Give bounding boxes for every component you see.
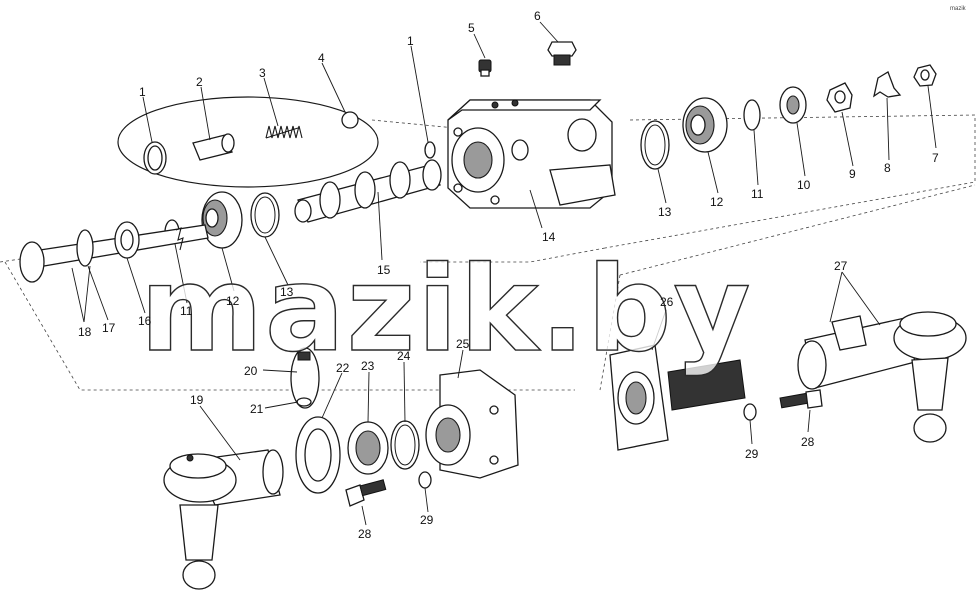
callout-20: 20	[244, 364, 258, 378]
pin-part-2	[192, 133, 235, 161]
callout-13-left: 13	[280, 285, 294, 299]
callout-8: 8	[884, 161, 891, 175]
callout-3: 3	[259, 66, 266, 80]
callout-9: 9	[849, 167, 856, 181]
callout-6: 6	[534, 9, 541, 23]
callout-16: 16	[138, 314, 152, 328]
seal-part-23	[347, 421, 389, 475]
callout-26: 26	[660, 295, 674, 309]
callout-25: 25	[456, 337, 470, 351]
o-ring-part-1	[143, 141, 167, 175]
washer-part-29-right	[743, 403, 757, 421]
watermark-text: mazik.by	[140, 240, 752, 378]
tie-rod-end-part-27	[797, 311, 967, 443]
washer-part-29-lower	[418, 471, 432, 489]
washer-part-10	[779, 86, 807, 124]
leader-lines	[71, 21, 937, 526]
o-ring-part-13-right	[640, 120, 670, 170]
callout-11-right: 11	[751, 187, 764, 201]
callout-12-left: 12	[226, 294, 240, 308]
callout-13-right: 13	[658, 205, 672, 219]
spring-part-3	[265, 125, 303, 139]
callout-28-right: 28	[801, 435, 815, 449]
callout-10: 10	[797, 178, 811, 192]
callout-7: 7	[932, 151, 939, 165]
flange-housing-part-25	[425, 369, 519, 479]
ring-part-1-upper	[424, 141, 436, 159]
valve-housing-part-14	[447, 99, 616, 209]
o-ring-part-13-upper-inner	[254, 196, 276, 234]
screw-part-20	[290, 347, 320, 409]
callout-29-right: 29	[745, 447, 759, 461]
callout-4: 4	[318, 51, 325, 65]
threaded-flange-part-26	[609, 344, 746, 451]
nut-part-9	[826, 82, 853, 113]
o-ring-part-24-inner	[394, 424, 416, 466]
callout-12-right: 12	[710, 195, 724, 209]
callout-15: 15	[377, 263, 391, 277]
kit-oval-outline	[117, 96, 379, 188]
spool-part-15	[294, 159, 442, 223]
callout-18: 18	[78, 325, 92, 339]
rod-assembly-parts-16-17-18	[19, 221, 209, 283]
callout-28-lower: 28	[358, 527, 372, 541]
callout-5: 5	[468, 21, 475, 35]
callout-19: 19	[190, 393, 204, 407]
callout-24: 24	[397, 349, 411, 363]
callout-22: 22	[336, 361, 350, 375]
seal-part-12-left	[201, 191, 243, 249]
nut-part-7	[913, 64, 937, 87]
assembly-frame-lower	[4, 184, 976, 391]
callout-2: 2	[196, 75, 203, 89]
o-ring-part-13-right-inner	[644, 124, 666, 166]
ball-joint-part-19	[163, 449, 284, 590]
callout-17: 17	[102, 321, 116, 335]
callout-1-left: 1	[139, 85, 146, 99]
callout-29-lower: 29	[420, 513, 434, 527]
callout-14: 14	[542, 230, 556, 244]
lock-washer-part-8	[873, 71, 902, 98]
callout-27: 27	[834, 259, 848, 273]
callout-1-upper: 1	[407, 34, 414, 48]
bolt-part-28-lower	[345, 479, 387, 507]
ring-part-11-right	[743, 99, 761, 131]
callout-21: 21	[250, 402, 264, 416]
clamp-ring-part-22	[295, 416, 341, 494]
plug-part-5	[478, 59, 492, 77]
callout-11-left: 11	[180, 304, 193, 318]
corner-mark: mazik	[950, 6, 967, 12]
plug-part-4	[341, 111, 359, 129]
bolt-part-28-right	[779, 389, 823, 409]
callout-labels: 1 2 3 4 1 5 6 7 8 9 10 11 12 13 14 15 13…	[78, 9, 939, 541]
seal-part-12-right	[682, 97, 728, 153]
callout-23: 23	[361, 359, 375, 373]
hex-plug-part-6	[547, 41, 577, 66]
